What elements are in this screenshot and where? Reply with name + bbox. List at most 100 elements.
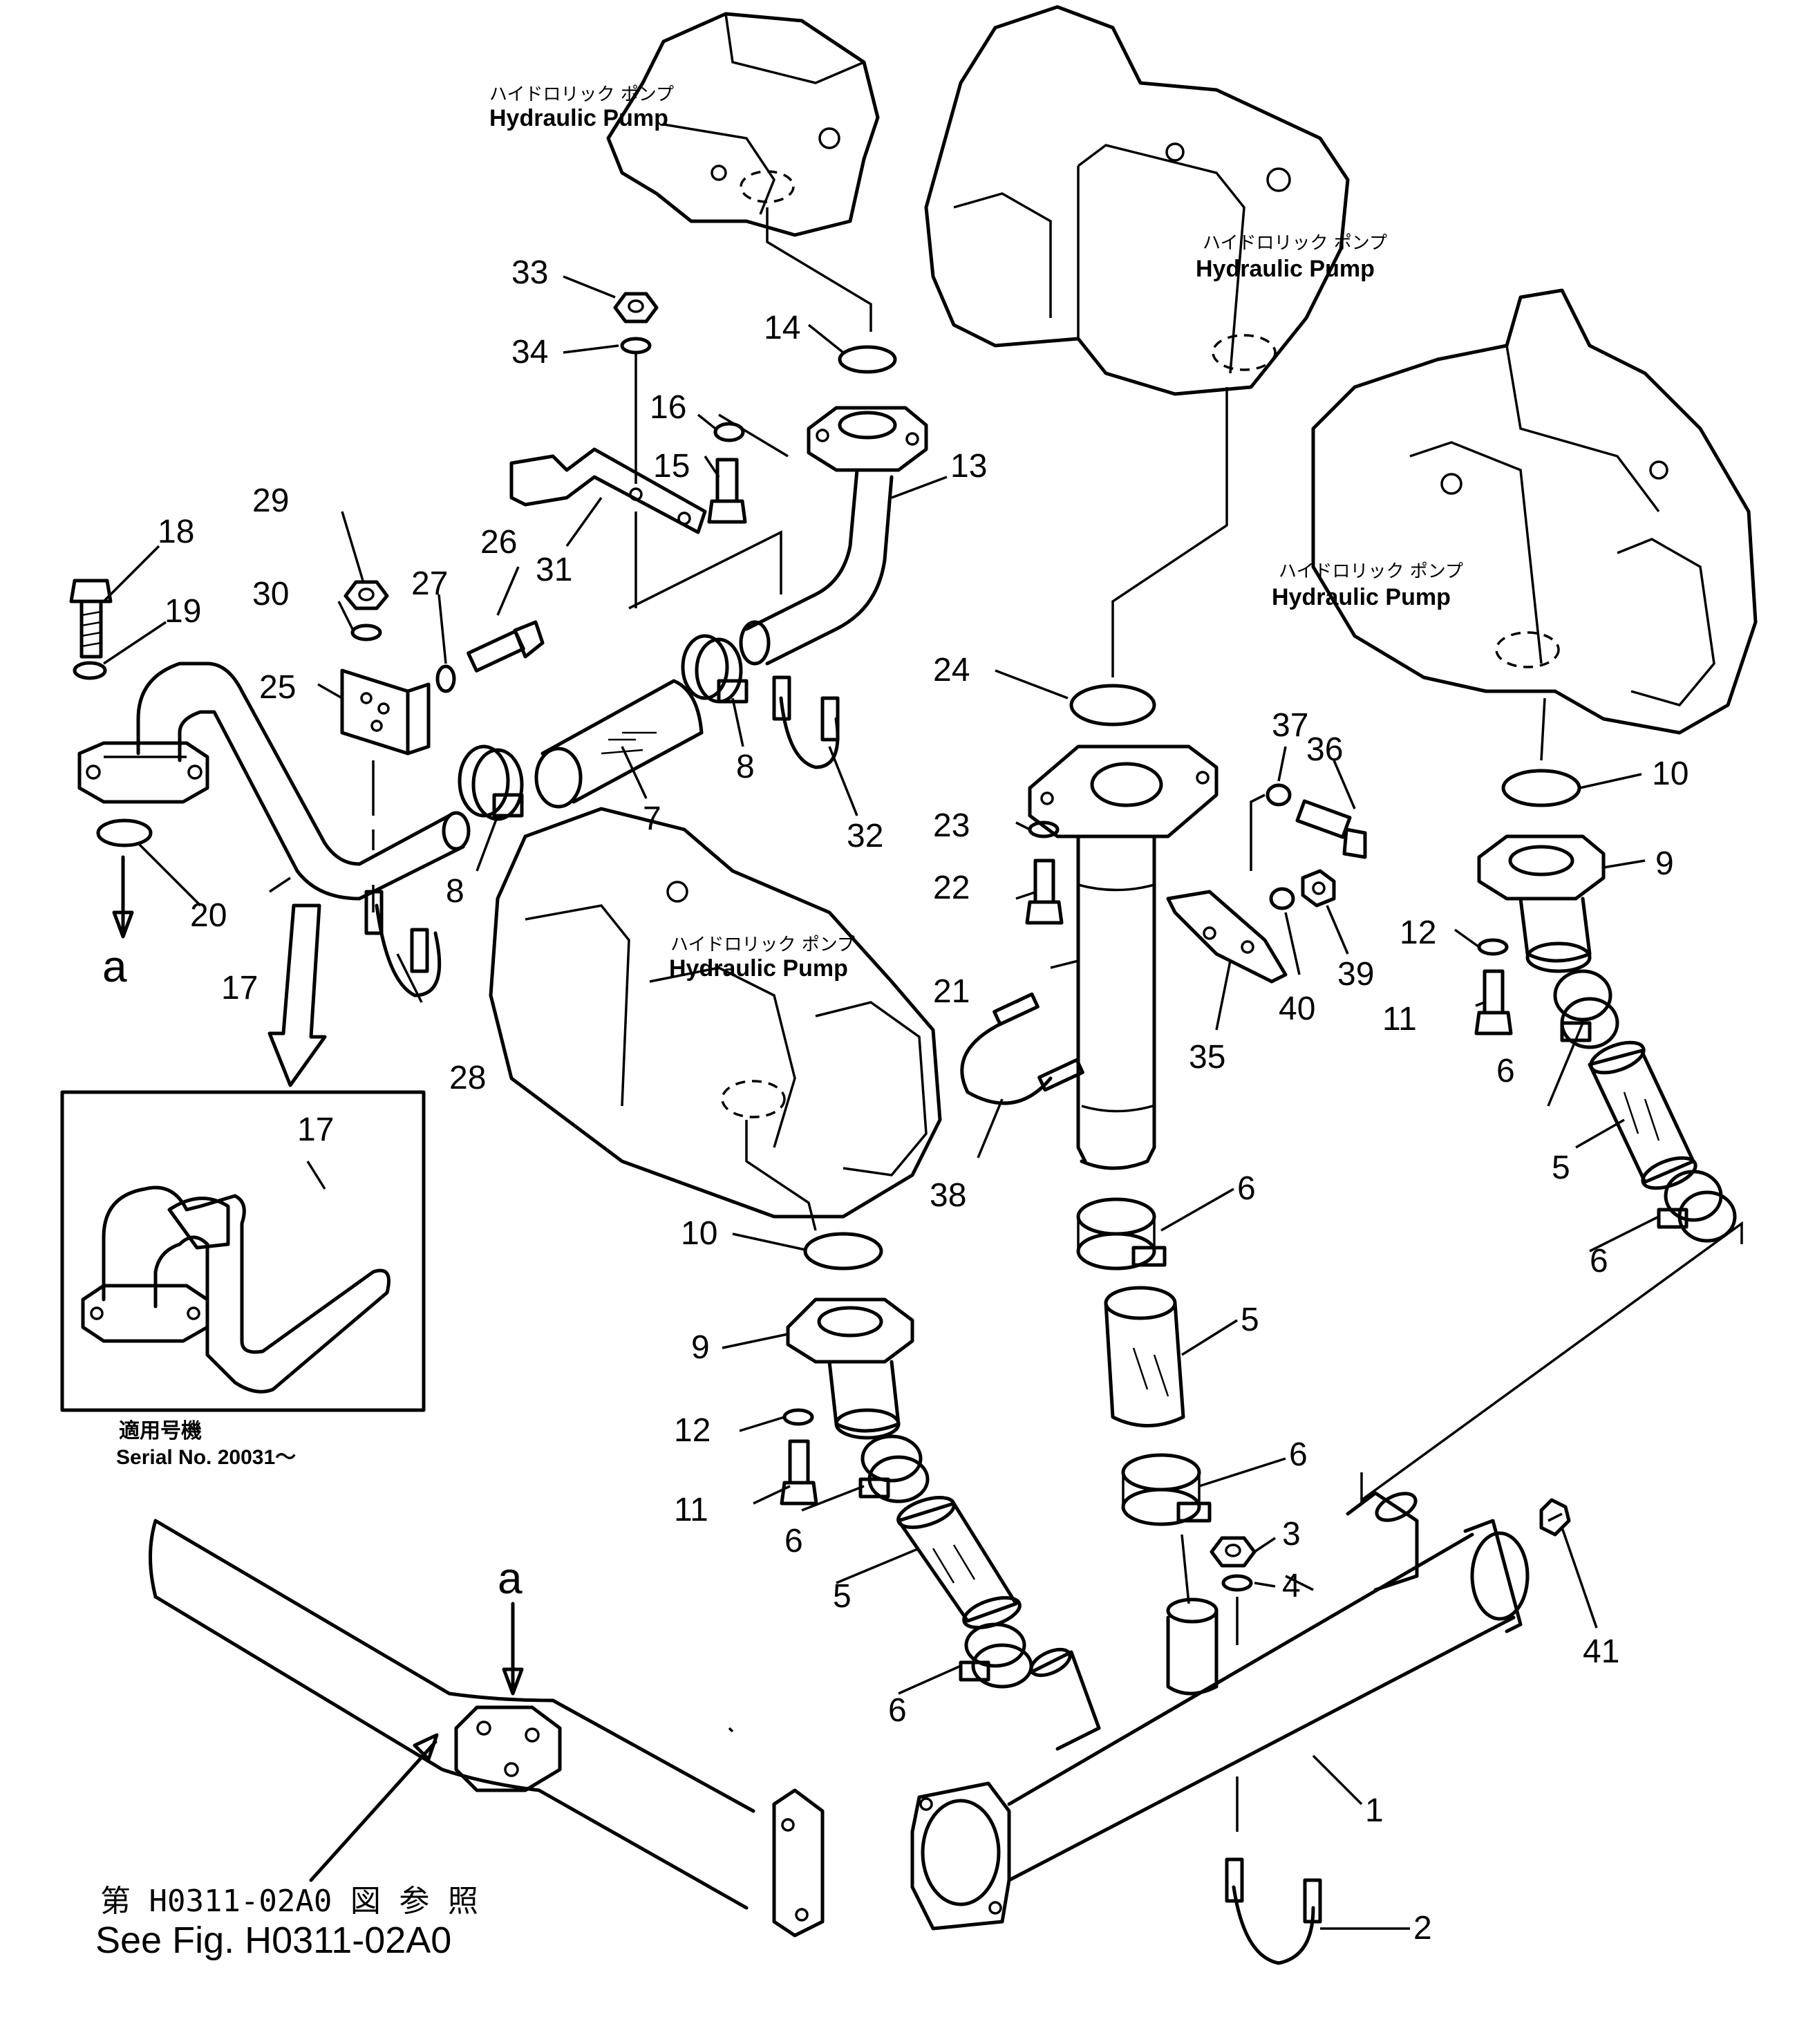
callout-3: 3: [1282, 1516, 1301, 1553]
inset-box: [60, 1090, 426, 1412]
nut-3: [1210, 1536, 1257, 1568]
o-ring-10-right: [1501, 769, 1581, 807]
svg-text:Hydraulic Pump: Hydraulic Pump: [489, 105, 668, 131]
callout-10: 10: [681, 1215, 717, 1252]
pipe-21: [1028, 744, 1219, 1170]
callout-28: 28: [449, 1060, 486, 1096]
view-arrow-a: [112, 855, 134, 939]
bracket-35: [1166, 890, 1288, 984]
reference-note-jp: 第 H0311-02A0 図 参 照: [100, 1884, 478, 1919]
hose-5-left: [896, 1496, 1022, 1629]
u-bolt-32: [772, 675, 840, 769]
bracket-25: [340, 668, 431, 756]
fitting-41: [1539, 1498, 1571, 1537]
callout-17: 17: [297, 1112, 334, 1148]
nut-29: [344, 580, 389, 610]
hydraulic-pump-top-left: [606, 12, 880, 237]
callout-27: 27: [411, 565, 448, 602]
callout-14: 14: [764, 310, 800, 346]
bracket-31: [509, 447, 707, 534]
clamp-6-right-lower: [1657, 1170, 1737, 1243]
svg-text:ハイドロリック ポンプ: ハイドロリック ポンプ: [1279, 561, 1463, 582]
callout-36: 36: [1306, 731, 1343, 768]
washer-4: [1221, 1574, 1253, 1592]
callout-39: 39: [1337, 956, 1374, 993]
callout-18: 18: [158, 514, 194, 550]
callout-4: 4: [1282, 1568, 1301, 1604]
svg-text:Hydraulic Pump: Hydraulic Pump: [1196, 256, 1375, 282]
u-bolt-28: [364, 890, 442, 997]
reference-arrow: [309, 1733, 439, 1882]
bolt-11-right: [1474, 969, 1513, 1035]
callout-12: 12: [674, 1412, 711, 1449]
u-bolt-2: [1225, 1857, 1322, 1965]
bolt-22: [1025, 859, 1064, 925]
view-marker-a-end: a: [498, 1553, 523, 1603]
washer-12-left: [782, 1408, 814, 1426]
callout-22: 22: [933, 870, 970, 906]
callout-9: 9: [1655, 845, 1674, 882]
o-ring-24: [1069, 684, 1156, 726]
callout-6: 6: [888, 1692, 907, 1729]
bolt-36: [1295, 799, 1367, 859]
washer-37: [1266, 783, 1292, 807]
callout-32: 32: [847, 818, 883, 854]
callout-41: 41: [1583, 1633, 1619, 1670]
callout-38: 38: [930, 1177, 966, 1214]
callout-37: 37: [1272, 707, 1308, 744]
hydraulic-pump-top-center: [924, 5, 1350, 396]
svg-text:Hydraulic Pump: Hydraulic Pump: [1272, 584, 1451, 610]
callout-8: 8: [446, 873, 464, 910]
clamp-8-left: [458, 744, 524, 821]
hose-7: [534, 679, 704, 809]
view-arrow-a-lower: [502, 1602, 524, 1696]
inset-serial-en: Serial No. 20031～: [116, 1446, 296, 1469]
view-marker-a-start: a: [102, 941, 127, 991]
svg-text:ハイドロリック ポンプ: ハイドロリック ポンプ: [670, 935, 855, 955]
callout-11: 11: [674, 1492, 708, 1528]
nut-39: [1301, 869, 1336, 908]
inset-serial-jp: 適用号機: [119, 1419, 202, 1443]
bolt-26: [467, 620, 545, 673]
callout-6: 6: [784, 1523, 803, 1559]
callout-29: 29: [252, 482, 289, 519]
pipe-17: [77, 662, 471, 901]
pump-label-3: ハイドロリック ポンプ Hydraulic Pump: [1272, 561, 1463, 610]
callout-9: 9: [691, 1329, 710, 1366]
washer-34: [620, 337, 652, 355]
hydraulic-pump-right: [1311, 288, 1758, 735]
pump-label-4: ハイドロリック ポンプ Hydraulic Pump: [669, 935, 855, 982]
leader-lines: [102, 275, 1659, 1930]
connection-lines: [372, 207, 1743, 1503]
washer-12-right: [1477, 938, 1509, 956]
hose-5-center: [1104, 1286, 1185, 1427]
callout-30: 30: [252, 576, 289, 612]
flange-9-right: [1477, 834, 1606, 973]
o-ring-20: [96, 818, 153, 847]
callout-20: 20: [190, 897, 227, 934]
o-ring-10-left: [803, 1232, 883, 1271]
callout-33: 33: [511, 254, 548, 291]
callout-19: 19: [164, 593, 201, 630]
callout-40: 40: [1279, 991, 1315, 1027]
callout-2: 2: [1413, 1910, 1432, 1947]
bolt-15: [707, 458, 747, 524]
clamp-6-right-upper: [1553, 969, 1619, 1049]
callout-10: 10: [1652, 756, 1689, 792]
washer-16: [713, 422, 745, 442]
callout-26: 26: [480, 524, 517, 561]
pipe-13: [739, 406, 928, 666]
callout-5: 5: [833, 1578, 852, 1615]
callout-8: 8: [736, 749, 755, 785]
pipe-1: [910, 1491, 1530, 1931]
callout-6: 6: [1237, 1170, 1256, 1207]
callout-21: 21: [933, 973, 970, 1010]
reference-note-en: See Fig. H0311-02A0: [95, 1920, 451, 1961]
callout-16: 16: [650, 389, 686, 426]
washer-40: [1269, 887, 1295, 910]
callout-numbers: 1 2 3 4 5 5 5 6 6 6 6 6 6 7 8 8 9 9 10 1…: [158, 254, 1689, 1947]
callout-15: 15: [653, 448, 690, 485]
washer-19: [73, 661, 107, 680]
washer-30: [350, 623, 382, 641]
